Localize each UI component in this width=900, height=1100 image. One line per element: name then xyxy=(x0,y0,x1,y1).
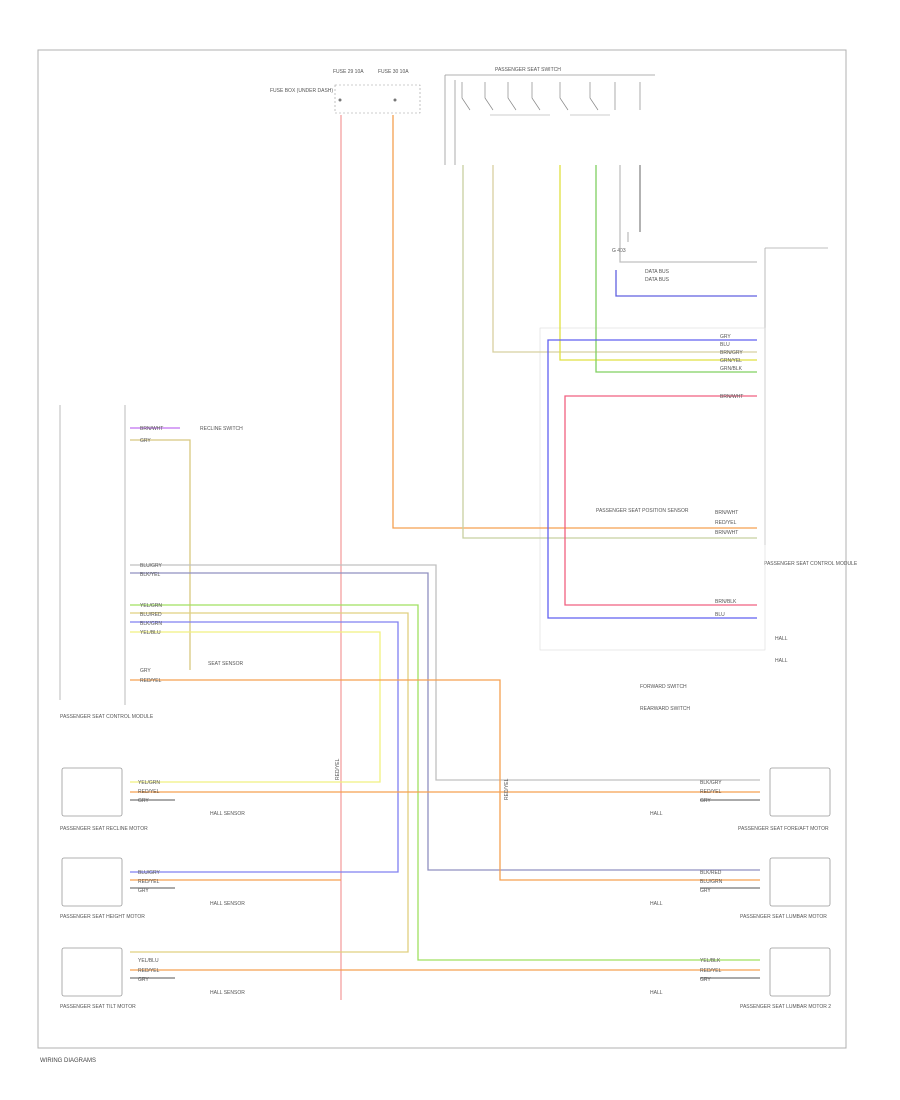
seat-switch: PASSENGER SEAT SWITCH xyxy=(444,67,655,165)
right-motor-3-wire-3: GRY xyxy=(700,977,711,983)
left-motor-3-sensor: HALL SENSOR xyxy=(210,990,245,996)
left-motor-2-wire-1: BLU/GRY xyxy=(138,870,161,876)
right-item-rearward: REARWARD SWITCH xyxy=(640,706,690,712)
right-header-label-1: DATA BUS xyxy=(645,269,670,275)
left-motor-3-wire-1: YEL/BLU xyxy=(138,958,159,964)
left-motor-2-wire-2: RED/YEL xyxy=(138,879,160,885)
left-low-wire-1: GRY xyxy=(140,668,151,674)
left-low-note: SEAT SENSOR xyxy=(208,661,243,667)
left-motor-2-label: PASSENGER SEAT HEIGHT MOTOR xyxy=(60,914,145,920)
right-motor-3: PASSENGER SEAT LUMBAR MOTOR 2 YEL/BLK RE… xyxy=(650,947,831,1010)
right-item-forward: FORWARD SWITCH xyxy=(640,684,687,690)
switch-header: PASSENGER SEAT SWITCH xyxy=(495,67,561,73)
left-motor-1-wire-2: RED/YEL xyxy=(138,789,160,795)
right-motor-1-wire-2: RED/YEL xyxy=(700,789,722,795)
fuse-box-caption: FUSE BOX (UNDER DASH) xyxy=(270,88,333,94)
right-hall-label-2: HALL xyxy=(775,658,788,664)
right-lower-wire-3: BRN/WHT xyxy=(715,530,738,536)
left-top-wire-1: BRN/WHT xyxy=(140,426,163,432)
footer-text: WIRING DIAGRAMS xyxy=(40,1058,96,1064)
right-module-title: PASSENGER SEAT CONTROL MODULE xyxy=(764,561,858,567)
right-motor-3-sensor: HALL xyxy=(650,990,663,996)
left-motor-3-label: PASSENGER SEAT TILT MOTOR xyxy=(60,1004,136,1010)
right-motor-2-wire-2: BLU/GRN xyxy=(700,879,723,885)
right-motor-1-sensor: HALL xyxy=(650,811,663,817)
left-mid-wire-2: BLK/YEL xyxy=(140,572,161,578)
left-mid-wire-5: BLK/GRN xyxy=(140,621,162,627)
right-motor-1-wire-1: BLK/GRY xyxy=(700,780,722,786)
left-motor-3: PASSENGER SEAT TILT MOTOR YEL/BLU RED/YE… xyxy=(60,947,245,1010)
right-motor-2-wire-3: GRY xyxy=(700,888,711,894)
center-wire-label: RED/YEL xyxy=(335,758,341,780)
right-pin-labels: GRY BLU BRN/GRY GRN/YEL GRN/BLK BRN/WHT … xyxy=(640,334,788,712)
ground-label: G 403 xyxy=(612,248,626,254)
right-hall-label-1: HALL xyxy=(775,636,788,642)
left-motor-1-sensor: HALL SENSOR xyxy=(210,811,245,817)
left-motor-1-label: PASSENGER SEAT RECLINE MOTOR xyxy=(60,826,148,832)
right-motor-2: PASSENGER SEAT LUMBAR MOTOR BLK/RED BLU/… xyxy=(650,857,831,920)
right-header-label-2: DATA BUS xyxy=(645,277,670,283)
right-center-note: PASSENGER SEAT POSITION SENSOR xyxy=(596,508,689,514)
center-wire-label-2: RED/YEL xyxy=(504,778,510,800)
left-motor-1: PASSENGER SEAT RECLINE MOTOR YEL/GRN RED… xyxy=(60,767,245,832)
left-mid-wire-3: YEL/GRN xyxy=(140,603,162,609)
left-motor-1-wire-3: GRY xyxy=(138,798,149,804)
left-motor-2: PASSENGER SEAT HEIGHT MOTOR BLU/GRY RED/… xyxy=(60,857,245,920)
left-pin-labels: BRN/WHT GRY BLU/GRY BLK/YEL YEL/GRN BLU/… xyxy=(140,426,163,684)
left-low-wire-2: RED/YEL xyxy=(140,678,162,684)
left-mid-wire-1: BLU/GRY xyxy=(140,563,163,569)
vertical-wire-labels: RED/YEL RED/YEL xyxy=(335,758,510,800)
right-pin-wire-3: BRN/GRY xyxy=(720,350,743,356)
left-mid-wire-6: YEL/BLU xyxy=(140,630,161,636)
left-motor-2-sensor: HALL SENSOR xyxy=(210,901,245,907)
left-mid-wire-4: BLU/RED xyxy=(140,612,162,618)
diagram-border xyxy=(37,49,847,1049)
left-module: PASSENGER SEAT CONTROL MODULE RECLINE SW… xyxy=(59,405,243,720)
left-motor-3-wire-2: RED/YEL xyxy=(138,968,160,974)
fuse-left-label: FUSE 29 10A xyxy=(333,69,364,75)
right-motor-1: PASSENGER SEAT FORE/AFT MOTOR BLK/GRY RE… xyxy=(650,767,831,832)
right-motor-1-label: PASSENGER SEAT FORE/AFT MOTOR xyxy=(738,826,829,832)
right-bottom-wire-2: BLU xyxy=(715,612,725,618)
left-module-title: PASSENGER SEAT CONTROL MODULE xyxy=(60,714,154,720)
right-motor-3-wire-2: RED/YEL xyxy=(700,968,722,974)
left-motor-1-wire-1: YEL/GRN xyxy=(138,780,160,786)
right-pin-wire-6: BRN/WHT xyxy=(720,394,743,400)
right-motor-1-wire-3: GRY xyxy=(700,798,711,804)
right-pin-wire-1: GRY xyxy=(720,334,731,340)
ground-symbol: G 403 xyxy=(612,232,629,254)
left-motor-2-wire-3: GRY xyxy=(138,888,149,894)
wires xyxy=(130,115,760,1000)
left-top-note: RECLINE SWITCH xyxy=(200,426,243,432)
right-motor-3-label: PASSENGER SEAT LUMBAR MOTOR 2 xyxy=(740,1004,831,1010)
right-motor-2-sensor: HALL xyxy=(650,901,663,907)
right-motor-3-wire-1: YEL/BLK xyxy=(700,958,721,964)
right-motor-2-label: PASSENGER SEAT LUMBAR MOTOR xyxy=(740,914,827,920)
right-bottom-wire-1: BRN/BLK xyxy=(715,599,737,605)
left-motor-3-wire-3: GRY xyxy=(138,977,149,983)
right-lower-wire-1: BRN/WHT xyxy=(715,510,738,516)
right-module: PASSENGER SEAT CONTROL MODULE DATA BUS D… xyxy=(539,247,858,651)
fuse-right-label: FUSE 30 10A xyxy=(378,69,409,75)
right-pin-wire-4: GRN/YEL xyxy=(720,358,742,364)
right-pin-wire-2: BLU xyxy=(720,342,730,348)
fuse-box: FUSE 29 10A FUSE 30 10A FUSE BOX (UNDER … xyxy=(270,69,421,114)
right-motor-2-wire-1: BLK/RED xyxy=(700,870,722,876)
right-pin-wire-5: GRN/BLK xyxy=(720,366,743,372)
left-top-wire-2: GRY xyxy=(140,438,151,444)
right-lower-wire-2: RED/YEL xyxy=(715,520,737,526)
